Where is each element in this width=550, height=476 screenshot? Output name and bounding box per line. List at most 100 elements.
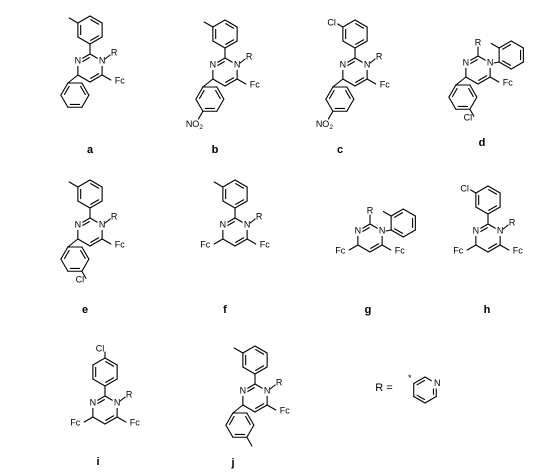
ring-bond [92,416,106,425]
aryl2-ring-double-bond [89,179,103,188]
double-bond-inner [225,23,235,29]
chloro-bond [81,270,87,279]
double-bond-inner [488,189,498,195]
aryl2-ring-double-bond [104,357,118,366]
label-mask [73,220,83,230]
chlorine-label: Cl [327,17,336,27]
r-group-label: R [509,217,516,227]
double-bond-inner [80,221,90,227]
label-mask [471,226,481,236]
ring-bond [357,244,371,253]
label-mask [97,56,107,66]
compound-label-e: e [82,304,88,316]
ferrocenyl-label-c6: Fc [130,417,140,427]
pyridine-double-bond [413,395,426,404]
nitrogen-n1: N [114,397,121,407]
r-group-label: R [276,377,283,387]
methyl-bond [382,210,392,217]
r-bond [104,218,111,224]
n-aryl-ring-double-bond [498,61,512,70]
nitrogen-n1: N [99,219,106,229]
aryl-ring-bond [246,424,255,438]
aryl2-ring-double-bond [224,40,238,49]
chlorine-label: Cl [464,113,473,123]
fc-bond [499,244,510,251]
aryl-ring-double-bond [81,82,90,96]
double-bond-inner [90,237,100,243]
r-group-label: R [246,51,253,61]
double-bond-inner [80,85,86,96]
aryl2-ring-bond [212,40,226,49]
methyl-bond [233,347,244,354]
fc-bond [213,238,224,245]
double-bond-inner [502,60,512,66]
n-aryl-ring-bond [402,208,416,217]
methyl-bond [246,436,253,447]
double-bond-inner [488,205,498,211]
label-mask [208,60,218,70]
nitrogen-n1: N [234,59,241,69]
nitrogen-n3: N [340,59,347,69]
nitrogen-n1: N [487,57,494,67]
aryl2-ring-bond [92,357,106,366]
aryl-ring-double-bond [60,246,69,260]
double-bond-inner [90,73,100,79]
double-bond-inner [360,227,370,233]
attachment-point-asterisk: * [408,373,412,383]
ring-double-bond [369,244,383,253]
double-bond-inner [345,89,351,100]
aryl2-ring-double-bond [224,19,238,28]
double-bond-inner [105,377,115,383]
aryl2-ring-double-bond [234,179,248,188]
aryl2-ring-bond [242,345,256,354]
double-bond-inner [245,415,251,426]
fc-bond [348,244,359,251]
aryl2-ring-double-bond [487,185,501,194]
aryl2-ring-bond [212,19,226,28]
double-bond-inner [355,39,365,45]
fc-bond [101,238,112,245]
double-bond-inner [355,77,365,83]
n-aryl-ring-bond [510,40,524,49]
double-bond-inner [90,35,100,41]
aryl2-ring-double-bond [104,378,118,387]
aryl-ring-bond [225,424,234,438]
double-bond-inner [488,243,498,249]
aryl2-ring-bond [77,15,91,24]
ferrocenyl-label-c6: Fc [395,245,405,255]
r-bond [104,54,111,60]
nitro-subscript: 2 [329,124,333,131]
aryl-ring-bond [325,98,334,112]
double-bond-inner [370,243,380,249]
ring-double-bond [234,238,248,247]
ring-bond [242,404,256,413]
double-bond-inner [225,221,235,227]
r-group-label: R [376,51,383,61]
nitrogen-n1: N [497,225,504,235]
aryl-ring-bond [60,94,69,108]
double-bond-inner [355,23,365,29]
fc-bond [101,74,112,81]
double-bond-inner [63,85,70,96]
r-bond [239,58,246,64]
compound-label-i: i [96,456,99,468]
nitro-bond [327,110,334,120]
label-mask [232,60,242,70]
compound-label-b: b [212,144,219,156]
n-aryl-ring-bond [510,61,524,70]
nitrogen-n3: N [90,397,97,407]
compound-label-d: d [479,137,486,149]
r-group-label: R [111,211,118,221]
r-group-label: R [126,389,133,399]
aryl2-ring-bond [242,366,256,375]
aryl-ring-bond [469,96,478,110]
label-mask [262,386,272,396]
aryl-ring-bond [60,258,69,272]
n-aryl-ring-double-bond [498,40,512,49]
r-group-legend: R =N* [375,373,441,404]
ferrocenyl-label-c4: Fc [70,417,80,427]
